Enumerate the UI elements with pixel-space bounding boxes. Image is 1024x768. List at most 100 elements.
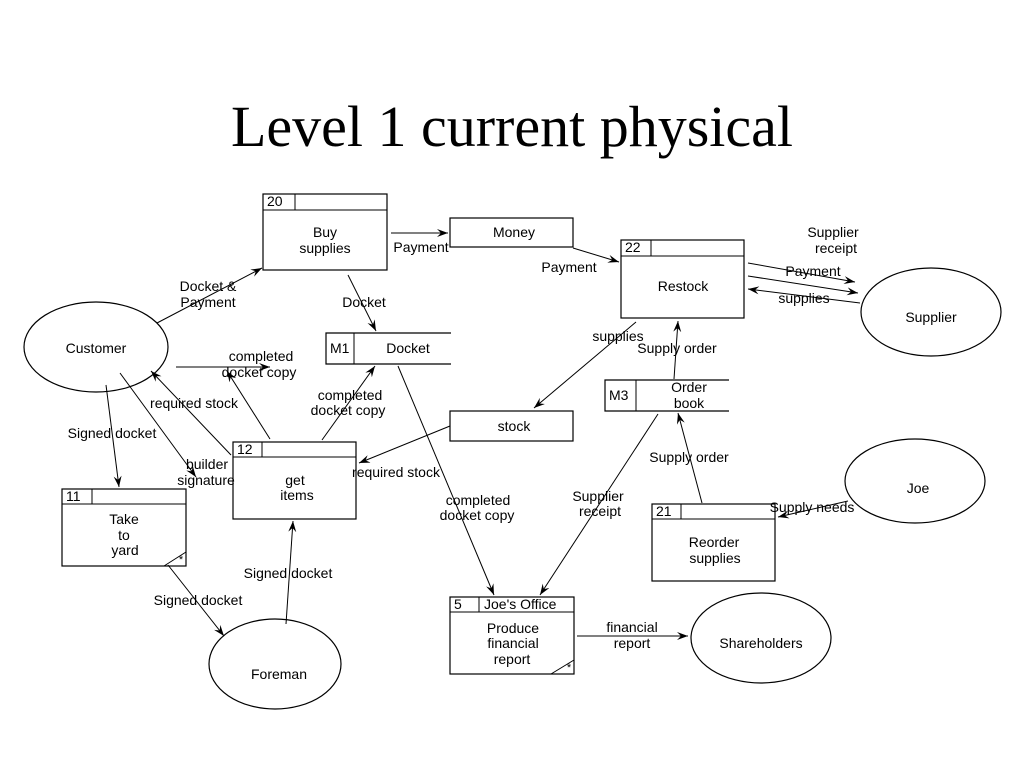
flow-label: Docket &: [180, 278, 237, 294]
flow-label: receipt: [579, 503, 621, 519]
flow-label: Supply order: [637, 340, 717, 356]
flow-arrow: [397, 365, 495, 596]
process-take-to-yard: 11 Take to yard *: [61, 488, 187, 567]
process-get-items: 12 get items: [232, 441, 357, 520]
flow-arrow: [539, 413, 659, 596]
flow-label: financial: [606, 619, 657, 635]
process-label-line: Buy: [313, 224, 337, 240]
process-id: 22: [625, 239, 641, 255]
flow-label: Payment: [393, 239, 448, 255]
flow-label: supplies: [778, 290, 829, 306]
flow-label: completed: [229, 348, 294, 364]
process-label-line: supplies: [689, 550, 740, 566]
flow-label: Payment: [180, 294, 235, 310]
flow-arrow: [285, 520, 297, 625]
flow-label: Supply needs: [770, 499, 855, 515]
process-id: 21: [656, 503, 672, 519]
entity-joe-label: Joe: [907, 480, 930, 496]
flow-labels: Docket & Payment Payment Payment Supplie…: [68, 224, 859, 651]
flow-arrow: [676, 412, 703, 504]
flow-arrow: [119, 372, 197, 478]
entity-supplier-label: Supplier: [905, 309, 957, 325]
flow-label: docket copy: [311, 402, 386, 418]
flow-label: Supply order: [649, 449, 729, 465]
datastore-order-book: M3 Order book: [604, 379, 729, 412]
process-mark: *: [567, 662, 572, 674]
entity-joe: Joe: [844, 438, 986, 524]
entity-supplier: Supplier: [860, 267, 1002, 357]
flow-label: completed: [318, 387, 383, 403]
process-id: 20: [267, 193, 283, 209]
process-label-line: Restock: [658, 278, 710, 294]
process-label-line: report: [494, 651, 531, 667]
flow-arrow: [167, 564, 225, 637]
process-label-line: to: [118, 527, 130, 543]
flow-label: Payment: [785, 263, 840, 279]
flow-arrow: [673, 320, 682, 380]
flow-label: required stock: [352, 464, 441, 480]
flow-label: docket copy: [222, 364, 297, 380]
flow-label: builder: [186, 456, 228, 472]
process-id: 5: [454, 596, 462, 612]
datastore-label: Order: [671, 379, 707, 395]
process-label-line: financial: [487, 635, 538, 651]
entity-customer: Customer: [23, 301, 169, 393]
flow-label: completed: [446, 492, 511, 508]
datastore-id: M1: [330, 340, 350, 356]
entity-customer-label: Customer: [66, 340, 127, 356]
datastore-label: book: [674, 395, 705, 411]
flow-arrow: [156, 267, 263, 324]
flow-label: Supplier: [572, 488, 624, 504]
flow-arrow: [150, 370, 232, 456]
datastore-stock: stock: [449, 410, 574, 442]
process-id: 12: [237, 441, 253, 457]
flow-label: docket copy: [440, 507, 515, 523]
process-location: Joe's Office: [484, 596, 557, 612]
datastore-docket: M1 Docket: [325, 332, 451, 365]
flow-arrows: [105, 229, 861, 640]
entity-shareholders: Shareholders: [690, 592, 832, 684]
flow-arrow: [533, 321, 637, 409]
datastore-id: M3: [609, 387, 629, 403]
flow-label: Supplier: [807, 224, 859, 240]
process-label-line: yard: [111, 542, 138, 558]
flow-arrow: [321, 365, 376, 441]
flow-label: Signed docket: [244, 565, 333, 581]
process-label-line: get: [285, 472, 305, 488]
process-reorder-supplies: 21 Reorder supplies: [651, 503, 776, 582]
flow-arrow: [747, 275, 859, 296]
flow-label: supplies: [592, 328, 643, 344]
entity-foreman: Foreman: [208, 618, 342, 710]
datastore-label: stock: [498, 418, 532, 434]
process-label-line: items: [280, 487, 313, 503]
process-label-line: Take: [109, 511, 139, 527]
flow-arrow: [747, 262, 856, 285]
process-label-line: Reorder: [689, 534, 740, 550]
entity-foreman-label: Foreman: [251, 666, 307, 682]
process-label-line: supplies: [299, 240, 350, 256]
process-restock: 22 Restock: [620, 239, 745, 319]
flow-arrow: [777, 500, 849, 519]
flow-label: signature: [177, 472, 235, 488]
datastore-money: Money: [449, 217, 574, 248]
datastore-label: Docket: [386, 340, 430, 356]
flow-label: Signed docket: [154, 592, 243, 608]
flow-arrow: [105, 384, 122, 488]
flow-label: Payment: [541, 259, 596, 275]
flow-arrow: [226, 370, 271, 440]
flow-arrow: [358, 425, 451, 464]
flow-label: Docket: [342, 294, 386, 310]
flow-label: required stock: [150, 395, 239, 411]
process-id: 11: [66, 488, 81, 504]
process-produce-financial-report: 5 Joe's Office Produce financial report …: [449, 596, 575, 675]
process-label-line: Produce: [487, 620, 539, 636]
entity-shareholders-label: Shareholders: [719, 635, 802, 651]
flow-label: Signed docket: [68, 425, 157, 441]
flow-label: report: [614, 635, 651, 651]
flow-arrow: [747, 286, 861, 304]
flow-label: receipt: [815, 240, 857, 256]
flow-arrow: [347, 274, 377, 332]
datastore-label: Money: [493, 224, 535, 240]
page-title: Level 1 current physical: [230, 94, 794, 159]
